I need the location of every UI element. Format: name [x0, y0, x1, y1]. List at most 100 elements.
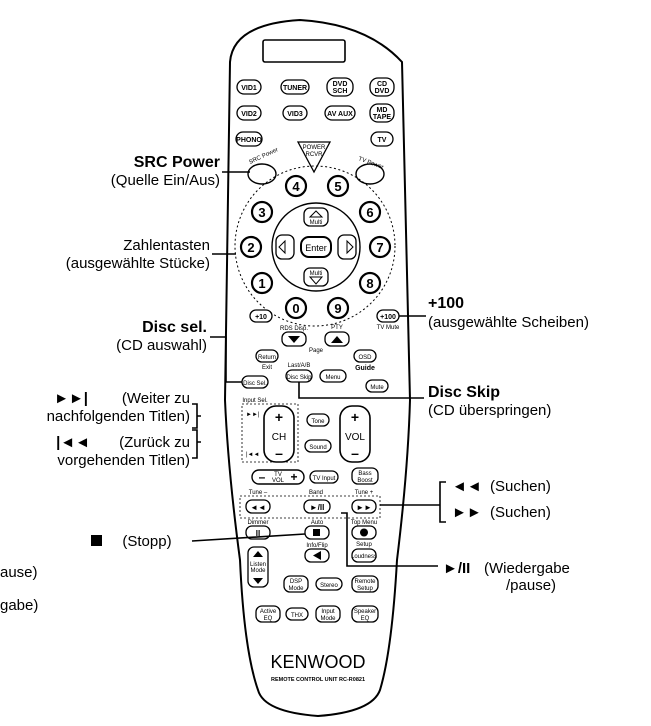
- number-2-button[interactable]: 2: [239, 235, 263, 259]
- plus100-button[interactable]: +100: [376, 309, 400, 323]
- number-6-button[interactable]: 6: [358, 200, 382, 224]
- svg-text:AV AUX: AV AUX: [327, 111, 353, 118]
- svg-text:Speaker: Speaker: [354, 609, 376, 615]
- number-4-button[interactable]: 4: [284, 174, 308, 198]
- number-0-button[interactable]: 0: [284, 296, 308, 320]
- skip-dotted-frame: [241, 403, 299, 463]
- loudness-button[interactable]: Loudness: [351, 548, 377, 563]
- svg-text:VID1: VID1: [241, 85, 257, 92]
- multi-up-button[interactable]: Multi: [303, 207, 329, 227]
- disc-skip-leader: [298, 382, 424, 399]
- disc-sel-leader: [210, 336, 242, 383]
- last-ab-label: Last/A/B: [288, 363, 311, 369]
- stop-button[interactable]: [304, 525, 330, 540]
- tv-button[interactable]: TV: [370, 131, 394, 147]
- zahlen-title: Zahlentasten: [123, 237, 210, 254]
- weiter-line1: (Weiter zu: [122, 390, 190, 407]
- svg-text:1: 1: [258, 276, 265, 291]
- tune-dotted-frame: [239, 495, 381, 519]
- disc-skip-sub: (CD überspringen): [428, 402, 551, 419]
- svg-text:Mode: Mode: [320, 616, 336, 622]
- disc-skip-button[interactable]: Disc Skip: [285, 369, 313, 383]
- band-label: Band: [309, 490, 323, 496]
- gabe-cut-label: gabe): [0, 597, 38, 614]
- multi-down-button[interactable]: Multi: [303, 267, 329, 287]
- vid2-button[interactable]: VID2: [236, 105, 262, 121]
- svg-text:CD: CD: [377, 81, 387, 88]
- zahlen-sub: (ausgewählte Stücke): [66, 255, 210, 272]
- svg-text:VOL: VOL: [345, 432, 365, 443]
- svg-text:►►: ►►: [356, 503, 372, 512]
- play-pause-button[interactable]: ►/II: [303, 499, 331, 514]
- number-3-button[interactable]: 3: [250, 200, 274, 224]
- svg-text:CH: CH: [272, 432, 286, 443]
- svg-text:6: 6: [366, 205, 373, 220]
- svg-text:POWER: POWER: [303, 145, 326, 151]
- svg-text:►/II: ►/II: [310, 503, 325, 512]
- osd-button[interactable]: OSD: [353, 349, 377, 363]
- plus10-button[interactable]: +10: [249, 309, 273, 323]
- dimmer-label: Dimmer: [248, 520, 269, 526]
- rds-disp-label: RDS Disp.: [280, 326, 308, 332]
- skip-back-bracket: [192, 429, 201, 459]
- disc-sel-button[interactable]: Disc Sel.: [241, 375, 269, 389]
- phono-button[interactable]: PHONO: [235, 131, 263, 147]
- number-1-button[interactable]: 1: [250, 271, 274, 295]
- vol-rocker[interactable]: +VOL–: [339, 405, 371, 463]
- top-menu-button[interactable]: [351, 525, 377, 540]
- tune-minus-label: Tune –: [249, 490, 268, 496]
- svg-text:SCH: SCH: [333, 88, 348, 95]
- ch-rocker[interactable]: +CH–: [263, 405, 295, 463]
- wiedergabe-2-label: /pause): [506, 577, 556, 594]
- nav-right-button[interactable]: [337, 234, 357, 260]
- tuner-button[interactable]: TUNER: [280, 79, 310, 95]
- page-down-button[interactable]: [281, 331, 307, 347]
- vid1-button[interactable]: VID1: [236, 79, 262, 95]
- stopp-label: (Stopp): [122, 533, 171, 550]
- stereo-button[interactable]: Stereo: [315, 577, 343, 591]
- svg-text:+: +: [275, 409, 283, 425]
- number-7-button[interactable]: 7: [368, 235, 392, 259]
- mute-button[interactable]: Mute: [365, 379, 389, 393]
- page-up-button[interactable]: [324, 331, 350, 347]
- setup-label: Setup: [356, 542, 372, 548]
- nav-left-button[interactable]: [275, 234, 295, 260]
- top-menu-label: Top Menu: [351, 520, 377, 526]
- skip-forward-small-icon: ►►|: [246, 412, 260, 418]
- return-button[interactable]: Return: [255, 349, 279, 363]
- svg-text:+100: +100: [380, 314, 396, 321]
- svg-text:–: –: [351, 445, 359, 461]
- search-back-button[interactable]: ◄◄: [245, 499, 271, 514]
- menu-button[interactable]: Menu: [319, 369, 347, 383]
- sound-button[interactable]: Sound: [304, 439, 332, 453]
- number-8-button[interactable]: 8: [358, 271, 382, 295]
- number-5-button[interactable]: 5: [326, 174, 350, 198]
- zurueck-line2: vorgehenden Titlen): [57, 452, 190, 469]
- tone-button[interactable]: Tone: [306, 413, 330, 427]
- stopp-leader: [191, 533, 306, 542]
- number-9-button[interactable]: 9: [326, 296, 350, 320]
- svg-text:–: –: [259, 470, 266, 484]
- thx-button[interactable]: THX: [285, 607, 309, 621]
- info-flip-button[interactable]: [304, 548, 330, 563]
- av-aux-button[interactable]: AV AUX: [324, 105, 356, 121]
- enter-button[interactable]: Enter: [300, 236, 332, 258]
- skip-forward-icon: ►►|: [54, 390, 88, 407]
- search-forward-button[interactable]: ►►: [351, 499, 377, 514]
- vid3-button[interactable]: VID3: [282, 105, 308, 121]
- play-pause-icon: ►/II: [443, 560, 470, 577]
- tv-input-button[interactable]: TV Input: [309, 470, 339, 484]
- plus100-sub: (ausgewählte Scheiben): [428, 314, 589, 331]
